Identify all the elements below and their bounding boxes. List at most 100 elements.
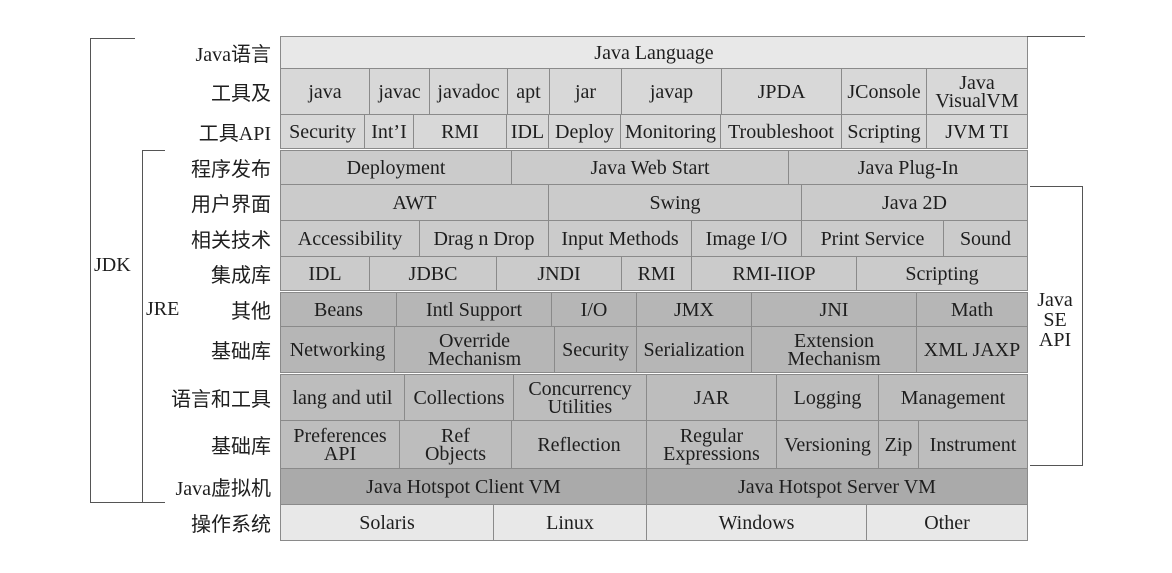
cell-security-base: Security bbox=[554, 327, 636, 372]
jdk-bracket bbox=[90, 38, 165, 503]
row-other-base-libraries: Beans Intl Support I/O JMX JNI Math bbox=[280, 292, 1028, 326]
cell-idl: IDL bbox=[506, 115, 548, 148]
cell-collections: Collections bbox=[404, 375, 513, 420]
cell-swing: Swing bbox=[548, 185, 801, 220]
row-tools: java javac javadoc apt jar javap JPDA JC… bbox=[280, 68, 1028, 114]
label-language-and-tools: 语言和工具 bbox=[171, 388, 271, 411]
cell-intl-support: Intl Support bbox=[396, 293, 551, 326]
cell-management: Management bbox=[878, 375, 1027, 420]
cell-deployment: Deployment bbox=[346, 156, 446, 179]
cell-jmx: JMX bbox=[636, 293, 751, 326]
row-operating-systems: Solaris Linux Windows Other bbox=[280, 504, 1028, 541]
cell-rmi: RMI bbox=[413, 115, 506, 148]
cell-rmi-iiop: RMI-IIOP bbox=[691, 257, 856, 290]
label-base-libraries-2: 基础库 bbox=[211, 435, 271, 458]
row-language-and-tools: lang and util Collections Concurrency Ut… bbox=[280, 374, 1028, 420]
cell-linux: Linux bbox=[493, 505, 646, 540]
cell-jpda: JPDA bbox=[721, 69, 841, 114]
cell-java-plug-in: Java Plug-In bbox=[788, 151, 1027, 184]
cell-jndi: JNDI bbox=[496, 257, 621, 290]
cell-hotspot-client-vm: Java Hotspot Client VM bbox=[366, 475, 561, 498]
cell-serialization: Serialization bbox=[636, 327, 751, 372]
cell-print-service: Print Service bbox=[801, 221, 943, 256]
cell-jni: JNI bbox=[751, 293, 916, 326]
cell-java-2d: Java 2D bbox=[801, 185, 1027, 220]
cell-override-mechanism: Override Mechanism bbox=[394, 327, 554, 372]
cell-extension-mechanism: Extension Mechanism bbox=[751, 327, 916, 372]
label-tools-api: 工具API bbox=[198, 122, 271, 145]
cell-io: I/O bbox=[551, 293, 636, 326]
cell-hotspot-server-vm: Java Hotspot Server VM bbox=[646, 469, 1027, 504]
cell-javac: javac bbox=[369, 69, 429, 114]
cell-ref-objects: Ref Objects bbox=[399, 421, 511, 468]
cell-jar: jar bbox=[549, 69, 621, 114]
label-base-libraries: 基础库 bbox=[211, 340, 271, 363]
cell-javap: javap bbox=[621, 69, 721, 114]
cell-instrument: Instrument bbox=[918, 421, 1027, 468]
jdk-label: JDK bbox=[94, 254, 131, 276]
cell-math: Math bbox=[916, 293, 1027, 326]
label-java-language: Java语言 bbox=[195, 43, 271, 66]
row-related-technologies: Accessibility Drag n Drop Input Methods … bbox=[280, 220, 1028, 256]
cell-jvm-ti: JVM TI bbox=[926, 115, 1027, 148]
label-java-virtual-machine: Java虚拟机 bbox=[175, 477, 271, 500]
cell-rmi-integration: RMI bbox=[621, 257, 691, 290]
label-tools: 工具及 bbox=[211, 82, 271, 105]
java-se-api-bracket bbox=[1030, 186, 1083, 466]
cell-troubleshoot: Troubleshoot bbox=[720, 115, 841, 148]
cell-networking: Networking bbox=[289, 338, 386, 361]
cell-intl: Int’I bbox=[364, 115, 413, 148]
row-java-language: Java Language bbox=[280, 36, 1028, 68]
cell-apt: apt bbox=[507, 69, 549, 114]
label-integration-libraries: 集成库 bbox=[211, 264, 271, 287]
cell-accessibility: Accessibility bbox=[297, 227, 403, 250]
cell-jar-files: JAR bbox=[646, 375, 776, 420]
cell-sound: Sound bbox=[943, 221, 1027, 256]
jre-label: JRE bbox=[146, 298, 180, 320]
cell-idl-integration: IDL bbox=[308, 262, 342, 285]
label-other: 其他 bbox=[231, 300, 271, 323]
cell-input-methods: Input Methods bbox=[548, 221, 691, 256]
row-tools-api: Security Int’I RMI IDL Deploy Monitoring… bbox=[280, 114, 1028, 149]
label-related-technologies: 相关技术 bbox=[191, 229, 271, 252]
cell-scripting: Scripting bbox=[841, 115, 926, 148]
cell-javadoc: javadoc bbox=[429, 69, 507, 114]
cell-deploy: Deploy bbox=[548, 115, 620, 148]
cell-solaris: Solaris bbox=[359, 511, 415, 534]
cell-reflection: Reflection bbox=[511, 421, 646, 468]
label-deployment: 程序发布 bbox=[191, 158, 271, 181]
cell-windows: Windows bbox=[646, 505, 866, 540]
row-base-libraries: Networking Override Mechanism Security S… bbox=[280, 326, 1028, 373]
cell-security: Security bbox=[289, 120, 356, 143]
cell-java: java bbox=[308, 80, 342, 103]
cell-drag-n-drop: Drag n Drop bbox=[419, 221, 548, 256]
cell-monitoring: Monitoring bbox=[620, 115, 720, 148]
row-user-interface: AWT Swing Java 2D bbox=[280, 184, 1028, 220]
cell-jdbc: JDBC bbox=[369, 257, 496, 290]
row-integration-libraries: IDL JDBC JNDI RMI RMI-IIOP Scripting bbox=[280, 256, 1028, 291]
cell-preferences-api: Preferences API bbox=[293, 424, 387, 465]
cell-beans: Beans bbox=[314, 298, 363, 321]
cell-java-web-start: Java Web Start bbox=[511, 151, 788, 184]
cell-java-language: Java Language bbox=[594, 41, 714, 64]
cell-jconsole: JConsole bbox=[841, 69, 926, 114]
cell-lang-and-util: lang and util bbox=[292, 386, 393, 409]
cell-other-os: Other bbox=[866, 505, 1027, 540]
jre-bracket bbox=[142, 150, 165, 503]
row-base-libraries-2: Preferences API Ref Objects Reflection R… bbox=[280, 420, 1028, 468]
label-user-interface: 用户界面 bbox=[191, 193, 271, 216]
cell-versioning: Versioning bbox=[776, 421, 878, 468]
cell-regular-expressions: Regular Expressions bbox=[646, 421, 776, 468]
java-se-api-label: Java SE API bbox=[1037, 289, 1073, 351]
cell-scripting-integration: Scripting bbox=[856, 257, 1027, 290]
cell-xml-jaxp: XML JAXP bbox=[916, 327, 1027, 372]
row-java-virtual-machine: Java Hotspot Client VM Java Hotspot Serv… bbox=[280, 468, 1028, 504]
cell-image-io: Image I/O bbox=[691, 221, 801, 256]
row-deployment: Deployment Java Web Start Java Plug-In bbox=[280, 150, 1028, 184]
cell-java-visualvm: Java VisualVM bbox=[926, 69, 1027, 114]
cell-concurrency-utilities: Concurrency Utilities bbox=[513, 375, 646, 420]
cell-awt: AWT bbox=[392, 191, 437, 214]
cell-logging: Logging bbox=[776, 375, 878, 420]
